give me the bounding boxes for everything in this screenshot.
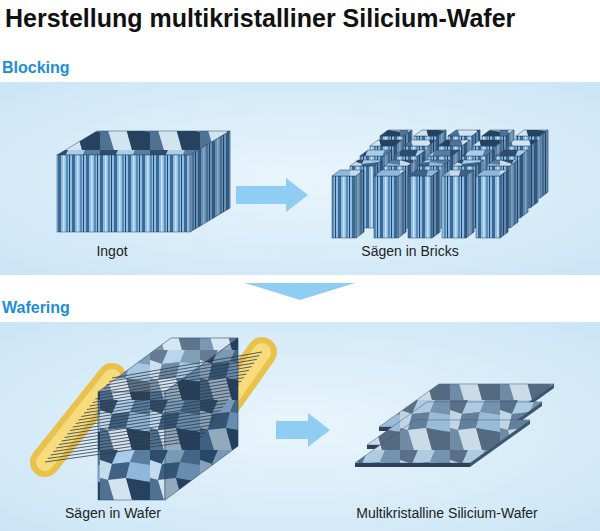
ingot-figure	[190, 131, 230, 232]
wire-saw-figure	[67, 411, 220, 434]
bricks-figure	[408, 170, 440, 238]
diagram-title: Herstellung multikristalliner Silicium-W…	[5, 3, 515, 33]
step-caption: Sägen in Bricks	[361, 243, 458, 260]
bricks-figure	[374, 170, 406, 238]
wire-saw-figure	[109, 356, 259, 382]
bricks-figure	[510, 160, 518, 228]
bricks-figure	[332, 130, 548, 238]
flow-arrow	[276, 413, 330, 447]
bricks-figure	[510, 160, 518, 228]
bricks-figure	[332, 170, 364, 238]
process-step: Multikristalline Silicium-Wafer	[340, 372, 570, 526]
bricks-figure	[442, 176, 466, 238]
bricks-figure	[466, 170, 474, 238]
bricks-figure	[332, 176, 356, 238]
bricks-figure	[520, 150, 528, 218]
ingot-figure	[57, 131, 230, 232]
wafer-figure	[355, 463, 470, 467]
bricks-figure	[432, 170, 440, 238]
wire-saw-figure	[95, 374, 246, 399]
process-step: Ingot	[40, 118, 232, 264]
section-heading-box: Blocking	[2, 58, 70, 77]
caption-box: Ingot	[96, 242, 127, 260]
flow-arrow	[236, 178, 308, 212]
step-caption: Ingot	[96, 243, 127, 260]
wafer-figure	[355, 384, 554, 467]
section-heading: Blocking	[2, 58, 70, 77]
bricks-figure	[408, 176, 432, 238]
wire-saw-figure	[90, 381, 242, 406]
panel-ground	[0, 322, 600, 531]
wire-saw-figure	[92, 378, 243, 403]
bricks-figure	[500, 170, 508, 238]
wire-saw-figure	[81, 392, 233, 416]
bricks-figure	[540, 130, 548, 198]
bricks-figure	[374, 176, 398, 238]
wire-saw-figure	[112, 352, 262, 378]
wafer-figure	[355, 420, 530, 463]
bricks-figure	[476, 170, 508, 238]
wire-saw-figure	[79, 396, 232, 420]
bricks-figure	[432, 170, 440, 238]
step-caption: Multikristalline Silicium-Wafer	[356, 505, 538, 522]
bricks-figure	[540, 130, 548, 198]
title-box: Herstellung multikristalliner Silicium-W…	[5, 3, 515, 33]
bricks-figure	[520, 150, 528, 218]
bricks-figure	[500, 170, 508, 238]
wire-saw-figure	[59, 422, 213, 445]
bricks-figure	[398, 170, 406, 238]
flow-arrow	[245, 283, 355, 300]
process-band: BlockingIngotSägen in Bricks	[0, 82, 600, 275]
bricks-figure	[398, 170, 406, 238]
bricks-figure	[356, 170, 364, 238]
ingot-figure	[190, 131, 230, 232]
process-step: Sägen in Bricks	[318, 108, 580, 264]
wafer-figure	[355, 420, 530, 463]
bricks-figure	[476, 176, 500, 238]
wire-saw-figure	[87, 385, 239, 410]
ingot-figure	[57, 155, 190, 232]
panel-ground	[0, 82, 600, 275]
wire-saw-figure	[70, 407, 223, 431]
bricks-figure	[356, 170, 364, 238]
wire-saw-figure	[84, 389, 236, 413]
bricks-figure	[530, 140, 538, 208]
caption-box: Sägen in Wafer	[65, 504, 161, 522]
section-heading: Wafering	[2, 298, 70, 317]
wire-saw-figure	[65, 414, 219, 437]
wire-saw-figure	[73, 403, 226, 427]
process-band: WaferingSägen in WaferMultikristalline S…	[0, 322, 600, 531]
section-heading-box: Wafering	[2, 298, 70, 317]
wire-saw-figure	[45, 338, 262, 500]
wire-saw-figure	[62, 418, 216, 441]
bricks-figure	[530, 140, 538, 208]
caption-box: Multikristalline Silicium-Wafer	[356, 504, 538, 522]
wafer-figure	[355, 420, 530, 467]
process-step: Sägen in Wafer	[22, 332, 272, 526]
caption-box: Sägen in Bricks	[361, 242, 458, 260]
bricks-figure	[466, 170, 474, 238]
wire-saw-figure	[45, 352, 262, 462]
wire-saw-figure	[106, 359, 256, 385]
bricks-figure	[442, 170, 474, 238]
step-caption: Sägen in Wafer	[65, 505, 161, 522]
wire-saw-figure	[76, 400, 229, 424]
